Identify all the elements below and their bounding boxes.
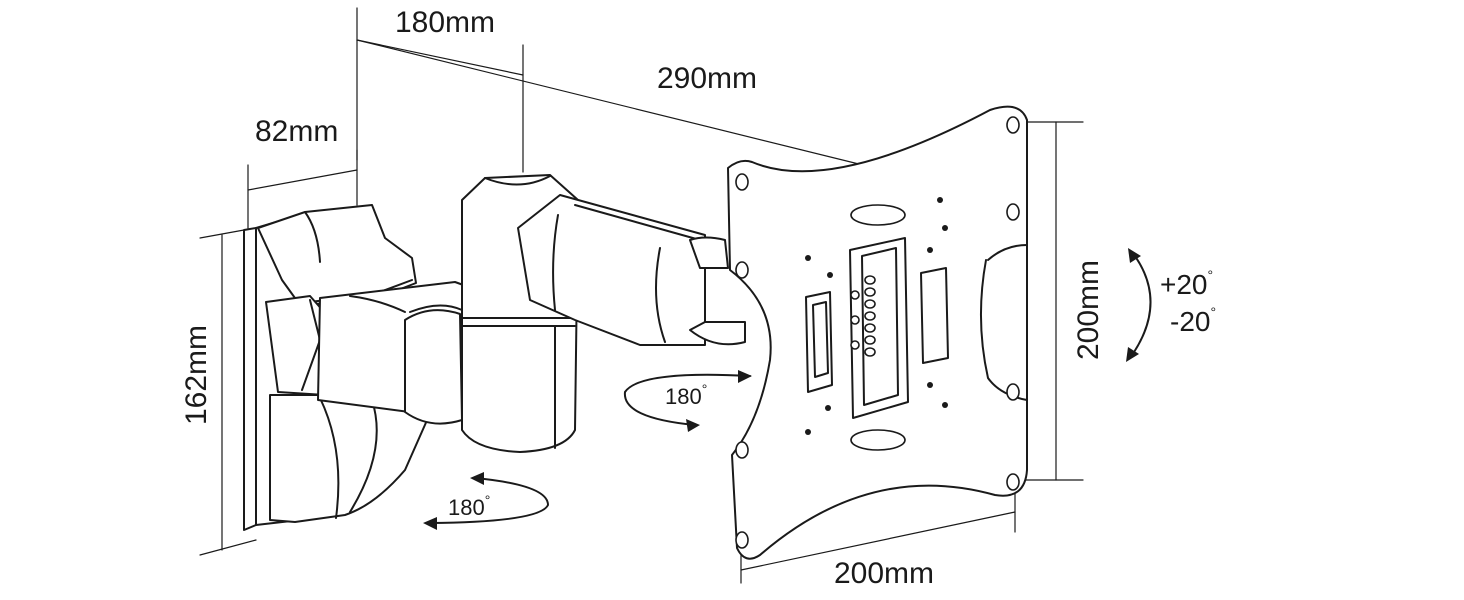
vesa-hole-top-right bbox=[1006, 116, 1020, 134]
vesa-hole-low-left bbox=[735, 441, 749, 459]
second-arm-ring bbox=[552, 214, 559, 311]
dim-162-ext-top bbox=[199, 229, 245, 239]
vesa-plate bbox=[727, 105, 1028, 560]
plate-swivel-arrow-head-left bbox=[686, 419, 700, 432]
tilt-arrow-head-bottom bbox=[1126, 347, 1139, 362]
joint-top-cap bbox=[484, 175, 551, 186]
vesa-hole-top-left bbox=[735, 173, 749, 191]
dimension-lines bbox=[199, 7, 1084, 584]
label-200mm-vertical: 200mm bbox=[1072, 260, 1105, 360]
dim-180-line bbox=[356, 39, 524, 76]
vesa-slot-bottom bbox=[850, 429, 906, 451]
vesa-center-bracket-inner bbox=[861, 247, 899, 406]
tilt-arrow-head-top bbox=[1128, 248, 1141, 263]
vesa-small-holes bbox=[805, 197, 948, 435]
label-82mm: 82mm bbox=[255, 115, 338, 148]
plate-swivel-arrow-path bbox=[623, 373, 751, 426]
dim-162-ext-bottom bbox=[199, 539, 257, 556]
rotation-labels: 180° 180° +20° -20° bbox=[448, 267, 1216, 520]
wall-swivel-arrow-path bbox=[429, 477, 549, 524]
joint-lower-wrap bbox=[404, 309, 463, 425]
wall-swivel-arrow-head-top bbox=[470, 472, 484, 485]
wall-swivel-arrow-head-bottom bbox=[423, 517, 437, 530]
dim-82-line bbox=[247, 169, 358, 191]
vesa-hole-bottom-left bbox=[735, 531, 749, 549]
vesa-hole-bottom-right bbox=[1006, 473, 1020, 491]
wall-plate-edge bbox=[243, 227, 257, 531]
vesa-plate-right-notch-top bbox=[987, 244, 1028, 261]
second-arm-lower-cap bbox=[689, 321, 746, 346]
label-wall-swivel: 180° bbox=[448, 492, 490, 520]
wall-plate bbox=[243, 204, 429, 531]
wall-top-block-fold bbox=[304, 211, 321, 263]
vesa-tilt-bracket-inner bbox=[812, 301, 829, 378]
dim-200h-line bbox=[740, 511, 1016, 571]
first-arm-edge bbox=[349, 295, 406, 313]
label-180mm: 180mm bbox=[395, 6, 495, 39]
label-plate-swivel: 180° bbox=[665, 381, 707, 409]
wall-bottom-fold-2 bbox=[349, 399, 378, 513]
label-tilt-up: +20° bbox=[1160, 267, 1213, 300]
vesa-tilt-ratchet bbox=[850, 275, 876, 357]
vesa-slot-right bbox=[920, 267, 949, 364]
second-arm-collar bbox=[655, 247, 666, 343]
wall-bottom-block bbox=[269, 394, 429, 523]
label-200mm-horizontal: 200mm bbox=[834, 557, 934, 590]
vesa-hole-mid-right bbox=[1006, 203, 1020, 221]
vesa-hole-mid-left bbox=[735, 261, 749, 279]
dimension-labels: 180mm 290mm 82mm 162mm 200mm 200mm bbox=[180, 6, 1105, 590]
dim-290-line bbox=[356, 39, 876, 169]
vesa-slot-top bbox=[850, 204, 906, 226]
second-arm-end-cap bbox=[689, 236, 729, 269]
rotation-arrows bbox=[423, 248, 1152, 530]
tilt-arrow-path bbox=[1129, 251, 1152, 359]
label-162mm: 162mm bbox=[180, 325, 213, 425]
vesa-hole-low-right bbox=[1006, 383, 1020, 401]
second-arm-body bbox=[517, 194, 706, 346]
vesa-center-bracket bbox=[849, 237, 909, 419]
wall-top-block bbox=[257, 204, 417, 306]
second-arm-top-edge bbox=[574, 204, 701, 241]
wall-bottom-fold bbox=[319, 397, 340, 519]
second-arm bbox=[517, 194, 746, 346]
joint-wrap-left bbox=[409, 304, 463, 313]
plate-swivel-arrow-head-right bbox=[738, 370, 752, 383]
label-290mm: 290mm bbox=[657, 62, 757, 95]
label-tilt-down: -20° bbox=[1170, 304, 1216, 337]
